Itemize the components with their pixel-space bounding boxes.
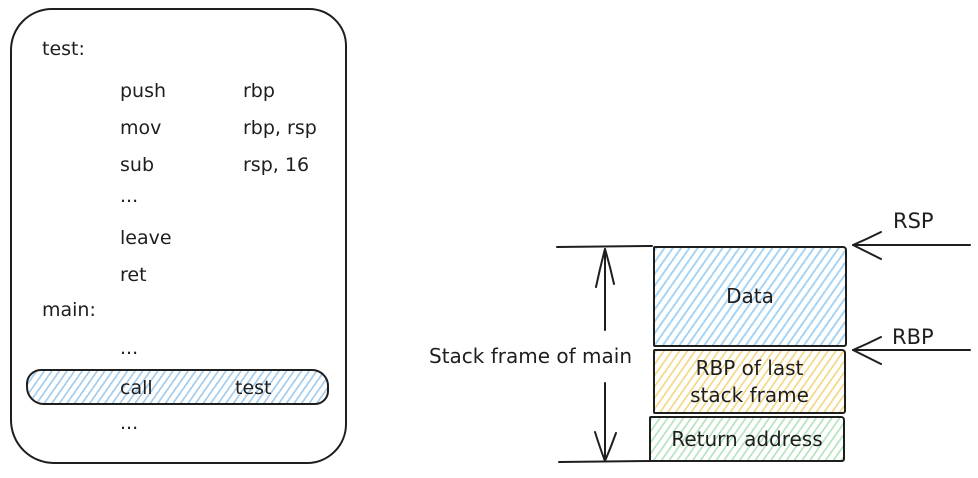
stack-rbp-label: RBP of last stack frame [690, 355, 809, 407]
frame-top-line [556, 245, 653, 248]
asm-op: call [120, 377, 153, 399]
asm-arg: rbp [243, 80, 275, 102]
stack-data-box: Data [653, 246, 847, 347]
code-label-main: main: [42, 299, 96, 321]
asm-op: ret [120, 264, 147, 286]
rsp-pointer-arrow-icon [852, 231, 971, 260]
stack-data-label: Data [726, 284, 774, 308]
asm-op: push [120, 80, 167, 102]
asm-arg: test [235, 377, 272, 399]
extent-arrow-down-icon [594, 382, 617, 462]
asm-op: sub [120, 154, 155, 176]
asm-op: mov [120, 117, 162, 139]
ellipsis-row: ... [120, 185, 139, 207]
rsp-label: RSP [893, 209, 934, 233]
call-highlight-box [26, 369, 329, 405]
ellipsis-row: ... [120, 337, 139, 359]
rbp-label: RBP [892, 325, 934, 349]
ellipsis-row: ... [120, 412, 139, 434]
code-label-test: test: [42, 38, 85, 60]
asm-arg: rbp, rsp [243, 117, 317, 139]
frame-bottom-line [558, 460, 653, 463]
extent-label: Stack frame of main [429, 344, 632, 368]
stack-rbp-box: RBP of last stack frame [653, 349, 846, 414]
stack-return-label: Return address [671, 426, 823, 451]
asm-op: leave [120, 227, 172, 249]
asm-arg: rsp, 16 [243, 154, 310, 176]
extent-arrow-up-icon [595, 248, 615, 331]
stack-return-box: Return address [649, 416, 845, 462]
